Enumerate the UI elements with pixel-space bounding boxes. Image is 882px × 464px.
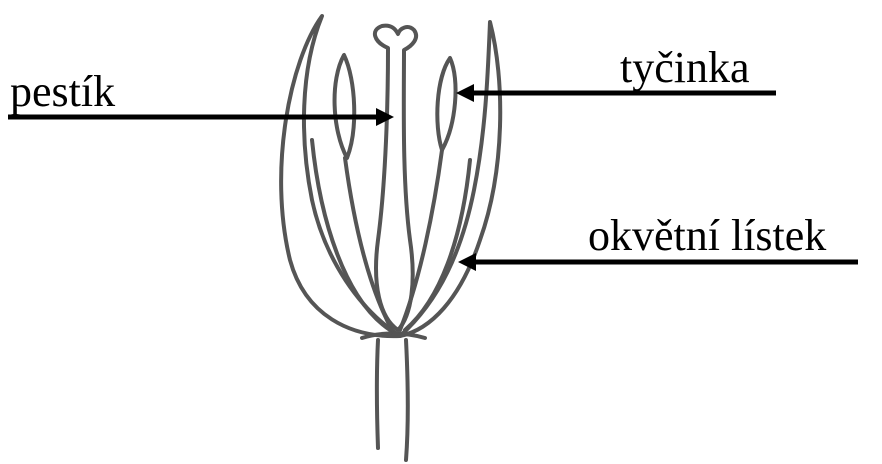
petal-label: okvětní lístek — [588, 214, 826, 258]
pistil — [375, 26, 416, 330]
stamen-anther-left — [335, 55, 355, 158]
stamen-arrow-head — [456, 84, 474, 102]
stamen-label: tyčinka — [620, 46, 750, 90]
stem — [377, 340, 408, 460]
pistil-label: pestík — [10, 70, 115, 114]
stamen-anther-right — [437, 58, 455, 150]
